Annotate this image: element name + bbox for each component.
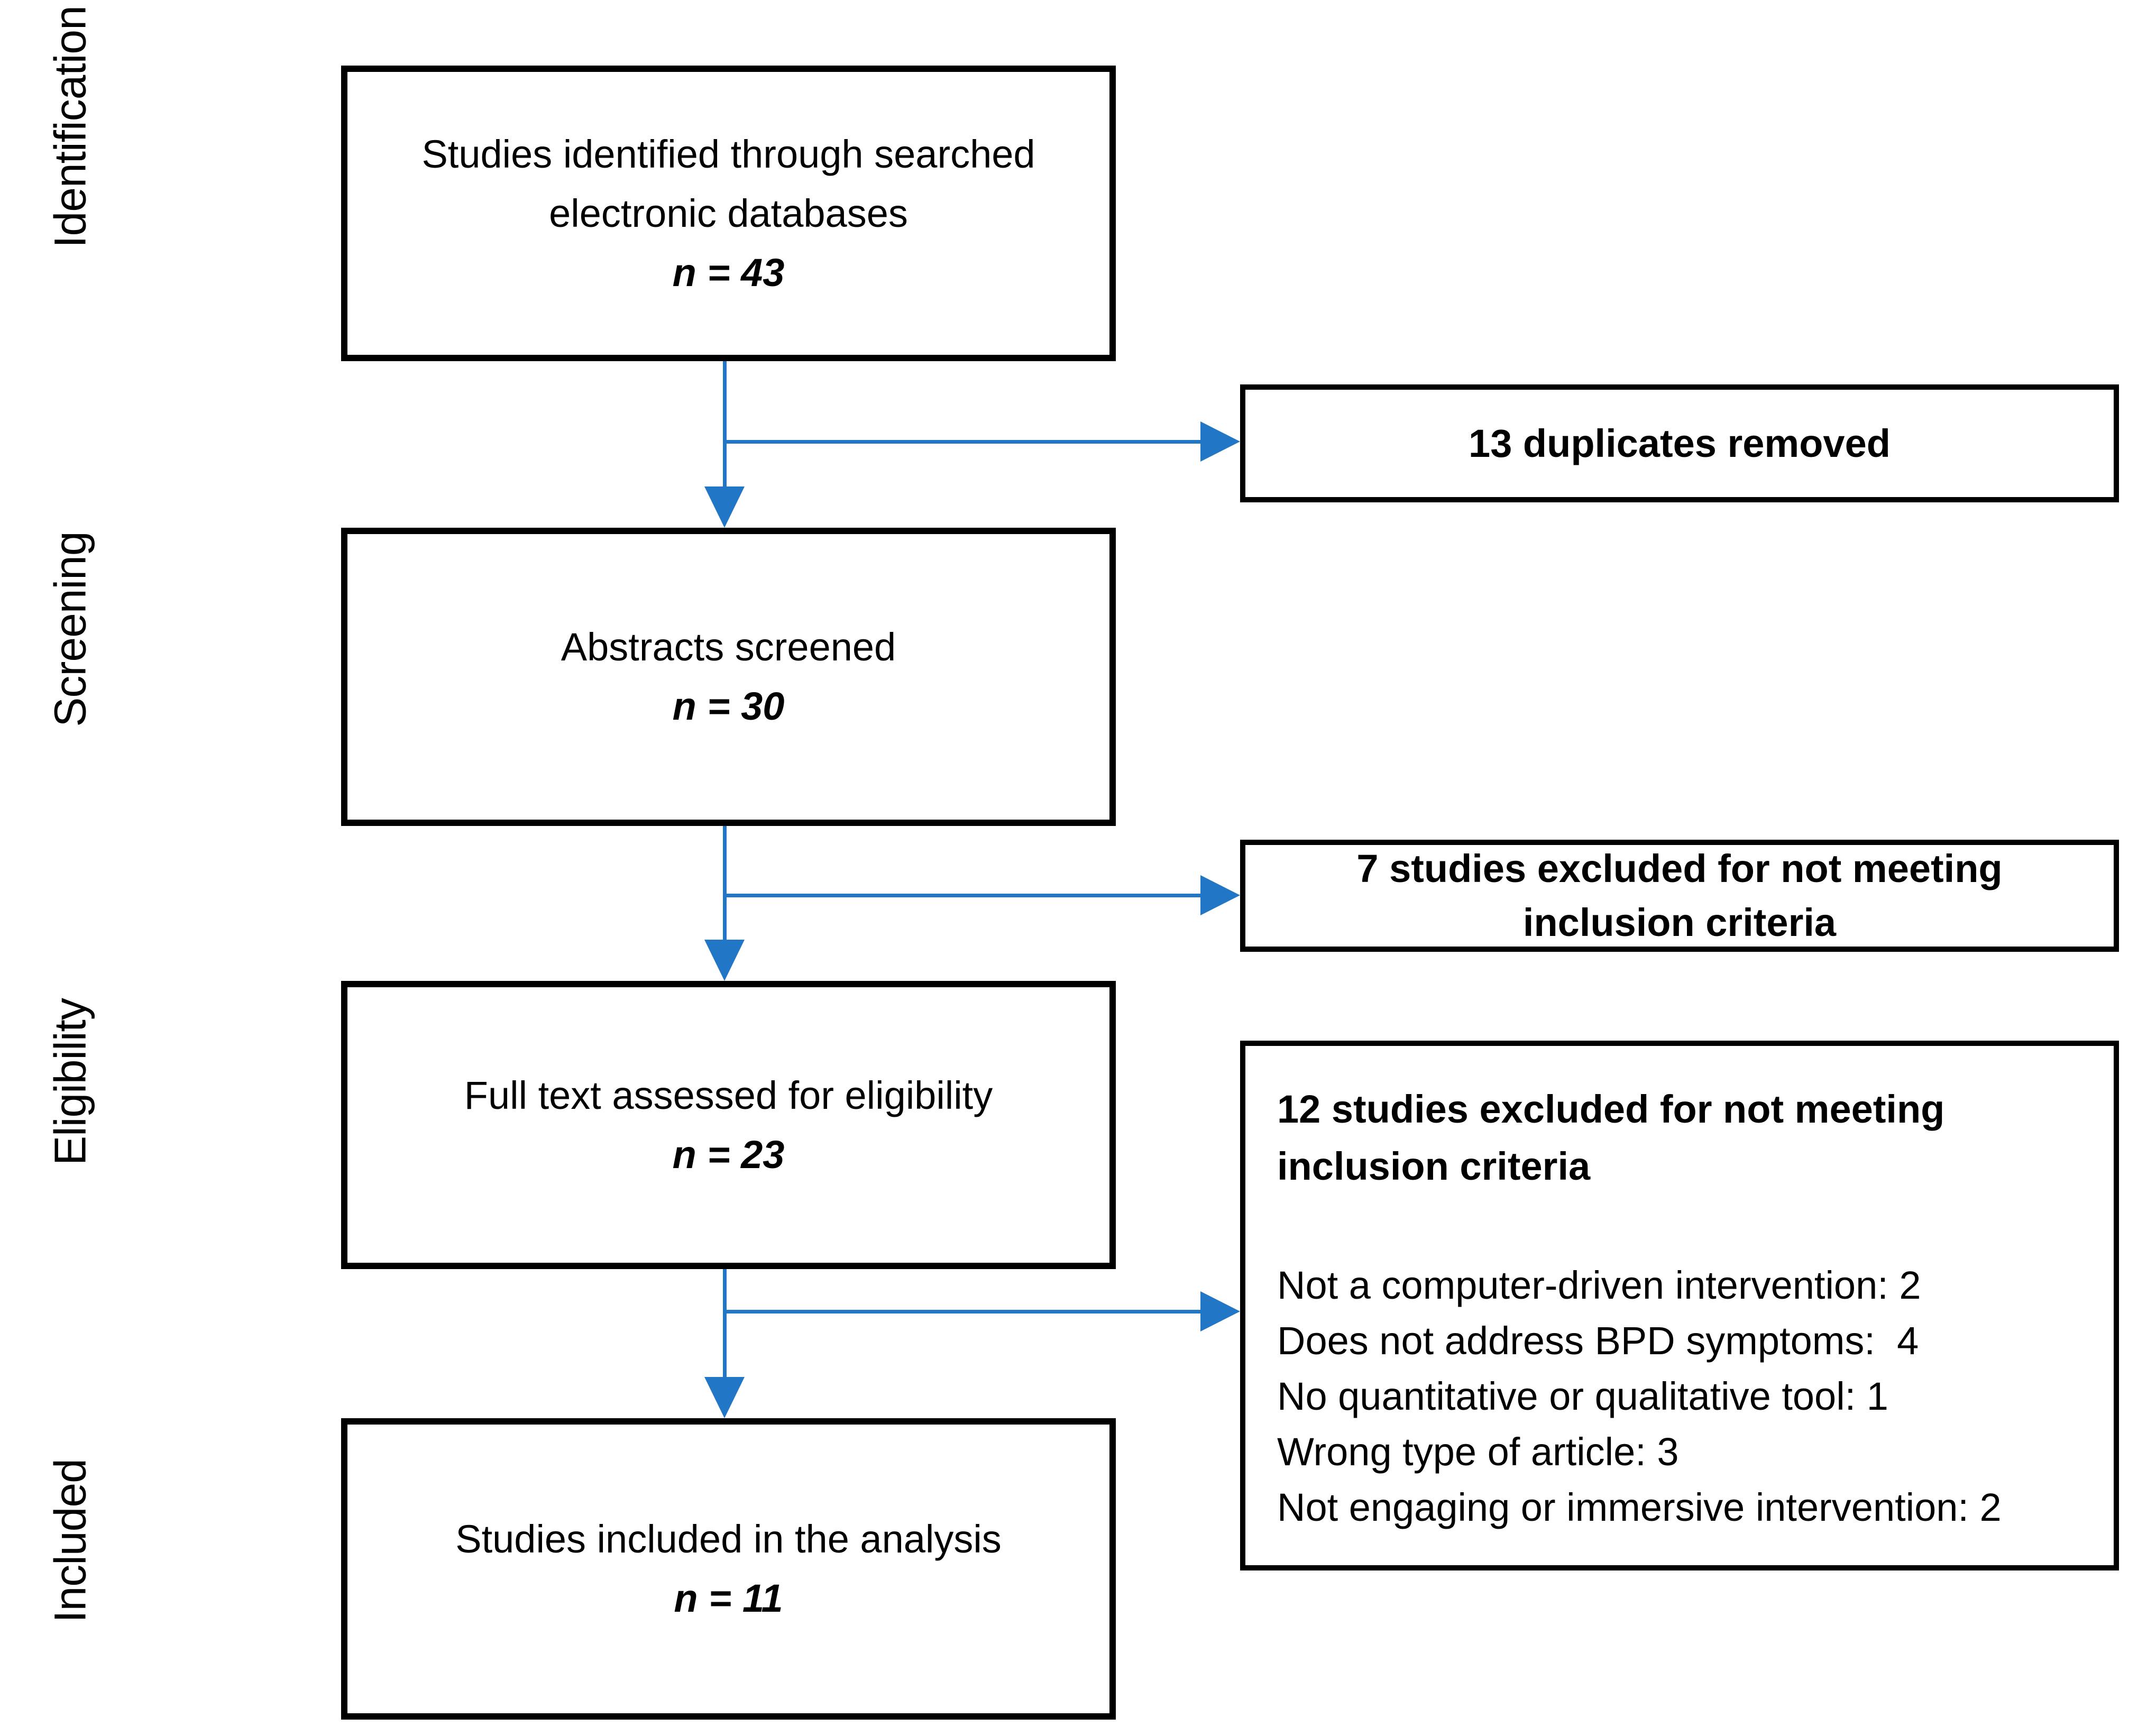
- exclusion-item: Does not address BPD symptoms: 4: [1277, 1319, 1919, 1363]
- arrowhead-right-icon: [1200, 1291, 1240, 1331]
- exclusion-item: No quantitative or qualitative tool: 1: [1277, 1374, 1888, 1418]
- arrow-identified-to-screened: [723, 361, 727, 492]
- arrowhead-right-icon: [1200, 875, 1240, 915]
- arrow-branch-duplicates: [723, 440, 1201, 444]
- stage-label-included: Included: [45, 1459, 95, 1623]
- exclusion-heading: 12 studies excluded for not meeting incl…: [1277, 1087, 1945, 1188]
- arrowhead-down-icon: [704, 1377, 745, 1418]
- box-studies-identified: Studies identified through searched elec…: [341, 66, 1116, 361]
- box-excluded-screening: 7 studies excluded for not meeting inclu…: [1240, 840, 2119, 952]
- exclusion-text: 7 studies excluded for not meeting inclu…: [1356, 847, 2003, 944]
- box-count: n = 43: [672, 250, 785, 295]
- box-count: n = 11: [674, 1576, 783, 1620]
- stage-label-identification: Identification: [45, 6, 95, 248]
- box-studies-included: Studies included in the analysis n = 11: [341, 1418, 1116, 1720]
- arrow-branch-excluded-screening: [723, 894, 1201, 897]
- box-duplicates-removed: 13 duplicates removed: [1240, 384, 2119, 502]
- box-line: electronic databases: [549, 191, 908, 235]
- stage-label-eligibility: Eligibility: [45, 998, 95, 1165]
- box-excluded-eligibility: 12 studies excluded for not meeting incl…: [1240, 1041, 2119, 1570]
- arrow-branch-excluded-eligibility: [723, 1310, 1201, 1314]
- arrow-screened-to-fulltext: [723, 826, 727, 945]
- arrow-fulltext-to-included: [723, 1269, 727, 1382]
- arrowhead-right-icon: [1200, 421, 1240, 462]
- exclusion-item: Not a computer-driven intervention: 2: [1277, 1263, 1921, 1307]
- stage-label-screening: Screening: [45, 531, 95, 727]
- arrowhead-down-icon: [704, 940, 745, 981]
- exclusion-item: Not engaging or immersive intervention: …: [1277, 1485, 2002, 1529]
- box-line: Abstracts screened: [561, 625, 896, 669]
- box-count: n = 30: [672, 684, 785, 728]
- exclusion-text: 13 duplicates removed: [1469, 421, 1891, 465]
- box-line: Studies identified through searched: [421, 132, 1035, 176]
- box-full-text-assessed: Full text assessed for eligibility n = 2…: [341, 981, 1116, 1269]
- box-count: n = 23: [672, 1132, 785, 1177]
- box-line: Studies included in the analysis: [455, 1517, 1002, 1561]
- arrowhead-down-icon: [704, 486, 745, 528]
- exclusion-item: Wrong type of article: 3: [1277, 1430, 1679, 1474]
- box-line: Full text assessed for eligibility: [464, 1073, 993, 1117]
- box-abstracts-screened: Abstracts screened n = 30: [341, 528, 1116, 826]
